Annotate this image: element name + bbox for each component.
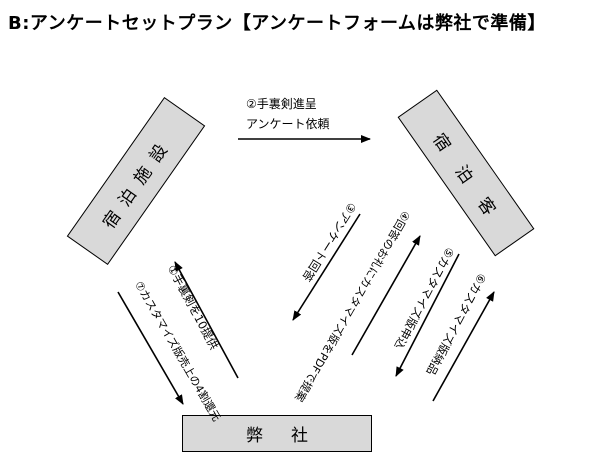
- label-step2-line1: ②手裏剣進呈: [246, 97, 317, 111]
- page-title: B:アンケートセットプラン【アンケートフォームは弊社で準備】: [8, 13, 546, 34]
- arrow-step3: [292, 213, 361, 321]
- arrow-step7: [117, 291, 184, 405]
- arrow-step6: [432, 291, 495, 402]
- arrow-step1: [174, 261, 239, 379]
- arrow-step5: [395, 253, 460, 377]
- arrow-step4: [351, 235, 421, 356]
- node-company-label: 弊社: [246, 426, 336, 446]
- node-company: 弊社: [182, 415, 372, 452]
- label-step2-line2: アンケート依頼: [246, 117, 330, 131]
